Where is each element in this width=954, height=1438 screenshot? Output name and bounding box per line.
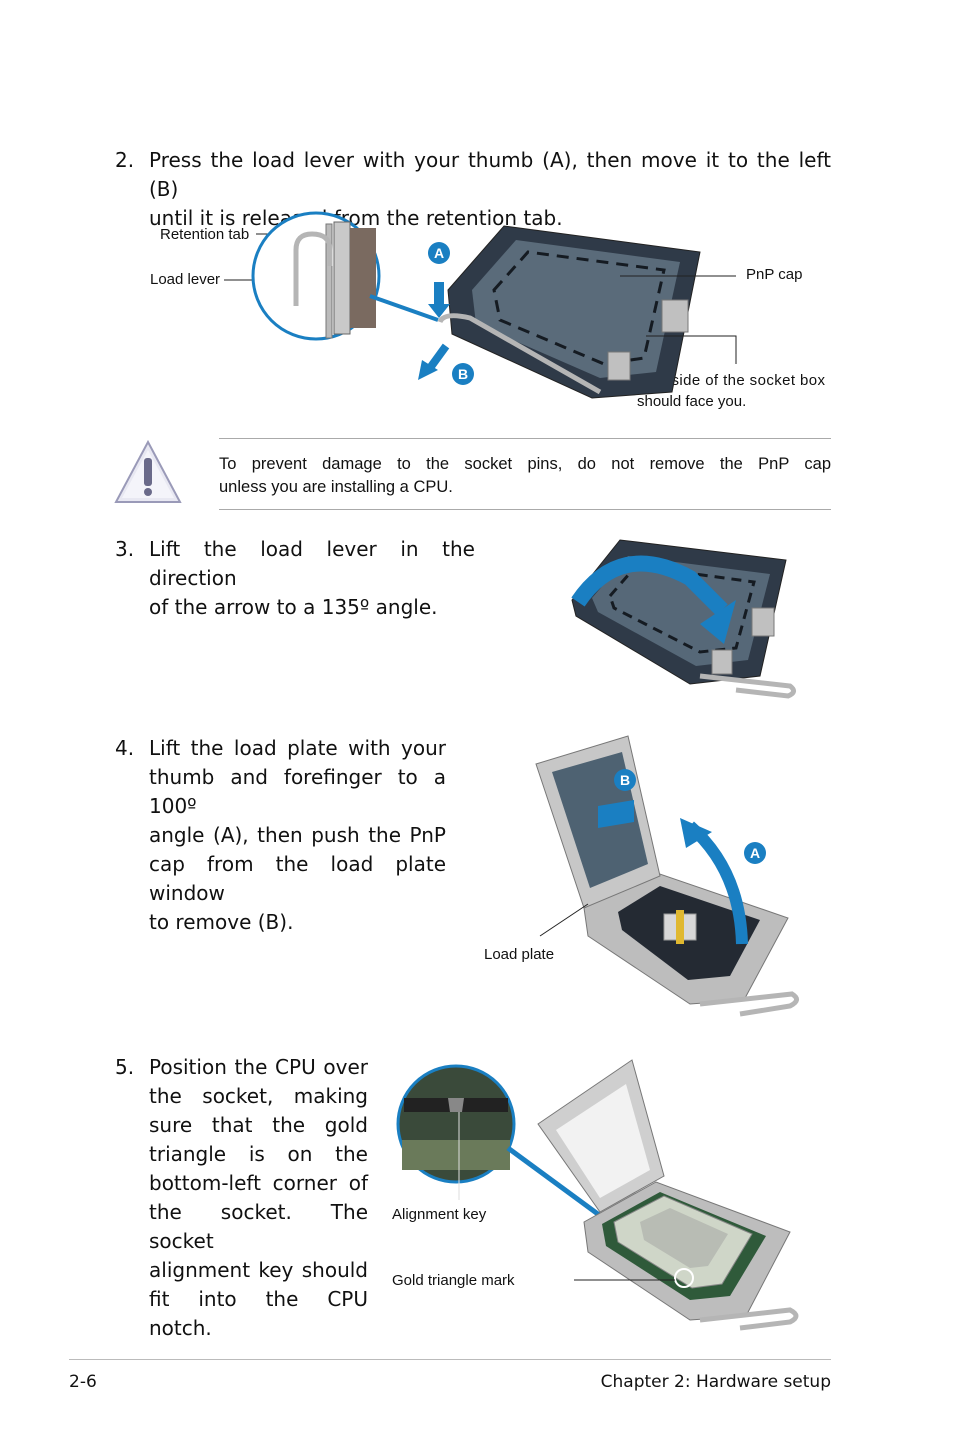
footer-rule (69, 1359, 831, 1360)
step-text-line: cap from the load plate window (149, 852, 446, 905)
label-socket-side-2: should face you. (637, 393, 747, 410)
socket-illustration-cpu (396, 1059, 799, 1331)
label-pnp-cap: PnP cap (746, 266, 803, 283)
step-number: 5. (115, 1055, 135, 1079)
caution-text-line: To prevent damage to the socket pins, do… (219, 455, 831, 473)
caution-bottom-rule (219, 509, 831, 510)
socket-illustration-load-plate (535, 735, 799, 1017)
step-number: 4. (115, 736, 135, 760)
badge-b: B (614, 769, 636, 791)
badge-a: A (428, 242, 450, 264)
badge-a: A (744, 842, 766, 864)
step-text-line: alignment key should (149, 1258, 368, 1282)
warning-triangle-icon (114, 439, 182, 503)
badge-b: B (452, 363, 474, 385)
socket-illustration-lift-lever (571, 539, 796, 699)
label-retention-tab: Retention tab (160, 226, 250, 243)
label-gold-triangle: Gold triangle mark (392, 1272, 515, 1289)
label-load-plate: Load plate (484, 946, 555, 963)
page-number: 2-6 (69, 1372, 97, 1392)
step-text-line: fit into the CPU notch. (149, 1287, 368, 1340)
step-text-line: Position the CPU over (149, 1055, 368, 1079)
socket-illustration-1 (224, 211, 737, 399)
step-text-line: triangle is on the (149, 1142, 368, 1166)
label-socket-side-1: This side of the socket box (637, 372, 826, 389)
step-text-line: Press the load lever with your thumb (A)… (149, 148, 831, 201)
step-number: 2. (115, 148, 135, 172)
step-text-line: angle (A), then push the PnP (149, 823, 446, 847)
caution-top-rule (219, 438, 831, 439)
caution-text-line: unless you are installing a CPU. (219, 478, 453, 496)
step-text-line: Lift the load lever in the direction (149, 537, 475, 590)
step-text-line: sure that the gold (149, 1113, 368, 1137)
step-text-line: to remove (B). (149, 910, 294, 934)
label-alignment-key: Alignment key (392, 1206, 487, 1223)
chapter-title: Chapter 2: Hardware setup (600, 1372, 831, 1392)
step-text-line: thumb and forefinger to a 100º (149, 765, 446, 818)
label-load-lever: Load lever (150, 271, 221, 288)
step-text-line: the socket. The socket (149, 1200, 368, 1253)
step-text-line: Lift the load plate with your (149, 736, 446, 760)
step-text-line: bottom-left corner of (149, 1171, 368, 1195)
step-number: 3. (115, 537, 135, 561)
step-text-line: of the arrow to a 135º angle. (149, 595, 438, 619)
step-text-line: the socket, making (149, 1084, 368, 1108)
